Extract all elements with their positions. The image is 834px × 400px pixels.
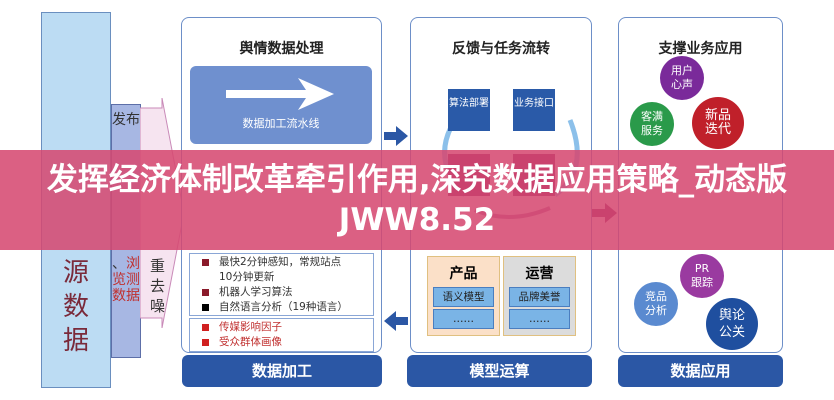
algorithm-deploy-box: 算法部署 bbox=[448, 89, 490, 131]
business-interface-box: 业务接口 bbox=[513, 89, 555, 131]
category-product: 产品语义模型…… bbox=[427, 256, 500, 336]
footer-data-application: 数据应用 bbox=[618, 355, 783, 387]
arrow-left-icon bbox=[384, 311, 408, 331]
footer-model-compute: 模型运算 bbox=[407, 355, 592, 387]
feature-list: 最快2分钟感知，常规站点 10分钟更新 机器人学习算法 自然语言分析（19种语言… bbox=[189, 253, 374, 316]
panel-title: 舆情数据处理 bbox=[239, 41, 324, 57]
title-banner: 发挥经济体制改革牵引作用,深究数据应用策略_动态版JWW8.52 bbox=[0, 150, 834, 250]
list-item: 受众群体画像 bbox=[202, 335, 373, 350]
circle-competitor-analysis: 竞品分析 bbox=[634, 282, 678, 326]
list-item: 10分钟更新 bbox=[202, 270, 373, 285]
panel-title: 支撑业务应用 bbox=[658, 41, 743, 57]
list-item: 传媒影响因子 bbox=[202, 320, 373, 335]
category-operations: 运营品牌美誉…… bbox=[503, 256, 576, 336]
arrow-right-icon bbox=[384, 126, 408, 146]
category-item: 语义模型 bbox=[433, 287, 494, 307]
category-item: …… bbox=[509, 309, 570, 329]
category-title: 产品 bbox=[449, 266, 478, 282]
list-item: 机器人学习算法 bbox=[202, 285, 373, 300]
list-text: 自然语言分析（19种语言） bbox=[219, 301, 348, 313]
arrow-right-icon bbox=[226, 78, 334, 110]
circle-product-iteration: 新品迭代 bbox=[692, 97, 744, 149]
list-text: 受众群体画像 bbox=[219, 336, 282, 348]
circle-user-voice: 用户心声 bbox=[660, 56, 704, 100]
factor-list: 传媒影响因子 受众群体画像 bbox=[189, 318, 374, 352]
source-data-label: 源数据 bbox=[62, 258, 89, 356]
category-title: 运营 bbox=[525, 266, 554, 282]
panel-title: 反馈与任务流转 bbox=[452, 41, 550, 57]
category-item: 品牌美誉 bbox=[509, 287, 570, 307]
banner-title: 发挥经济体制改革牵引作用,深究数据应用策略_动态版JWW8.52 bbox=[46, 162, 788, 238]
list-text: 机器人学习算法 bbox=[219, 286, 293, 298]
circle-pr-tracking: PR跟踪 bbox=[680, 254, 724, 298]
footer-data-processing: 数据加工 bbox=[182, 355, 382, 387]
category-item: …… bbox=[433, 309, 494, 329]
separator: 、 bbox=[112, 256, 126, 272]
list-text: 传媒影响因子 bbox=[219, 321, 282, 333]
list-text: 10分钟更新 bbox=[219, 271, 275, 283]
list-item: 自然语言分析（19种语言） bbox=[202, 300, 373, 315]
pipeline-box: 数据加工流水线 bbox=[190, 66, 372, 144]
circle-public-relations: 舆论公关 bbox=[706, 298, 758, 350]
publish-label: 发布 bbox=[112, 112, 140, 128]
list-text: 最快2分钟感知，常规站点 bbox=[219, 256, 342, 268]
list-item: 最快2分钟感知，常规站点 bbox=[202, 255, 373, 270]
pipeline-label: 数据加工流水线 bbox=[242, 117, 320, 130]
browse-data-label: 浏览测数据 bbox=[112, 256, 140, 304]
circle-customer-service: 客满服务 bbox=[630, 102, 674, 146]
dedup-label: 重去噪 bbox=[150, 257, 166, 315]
